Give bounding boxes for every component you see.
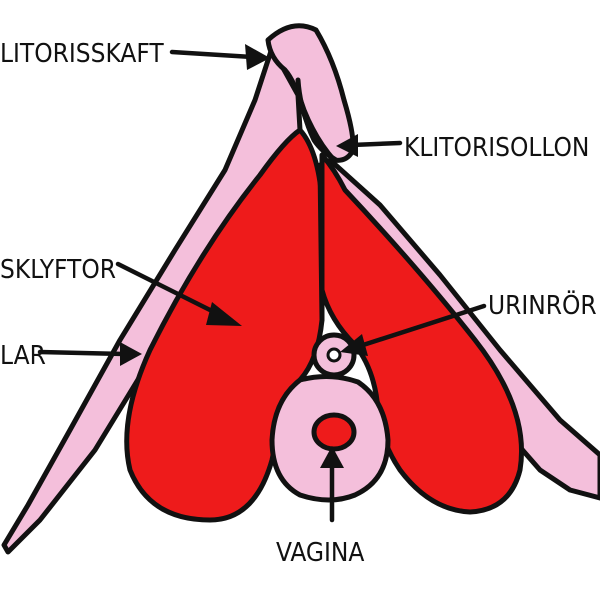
- arrow-vagina-head: [320, 446, 344, 468]
- arrow-urethra-head: [340, 334, 368, 356]
- clitoral-shaft: [265, 23, 356, 163]
- label-vestibular-bulbs: SKLYFTOR: [0, 255, 116, 285]
- urethra-inner: [326, 347, 342, 363]
- shaft-crease: [295, 77, 339, 163]
- arrow-hood: [349, 140, 403, 148]
- arrow-hood-head: [336, 134, 358, 157]
- label-clitoral-shaft: LITORISSKAFT: [0, 39, 164, 69]
- label-crura: LAR: [0, 341, 46, 371]
- arrow-urethra: [357, 303, 487, 349]
- label-clitoral-hood: KLITORISOLLON: [404, 133, 589, 163]
- arrow-bulb-head: [206, 302, 242, 326]
- arrow-bulb: [115, 261, 225, 319]
- bulb-seam: [317, 162, 325, 323]
- label-vagina: VAGINA: [276, 538, 364, 568]
- arrow-crus-head: [120, 342, 142, 366]
- label-urethra: URINRÖR: [488, 289, 597, 321]
- vaginal-opening: [311, 412, 357, 452]
- right-vestibular-bulb: [319, 152, 525, 515]
- arrow-shaft: [169, 49, 255, 60]
- arrow-shaft-head: [245, 44, 270, 70]
- arrow-crus: [37, 349, 127, 357]
